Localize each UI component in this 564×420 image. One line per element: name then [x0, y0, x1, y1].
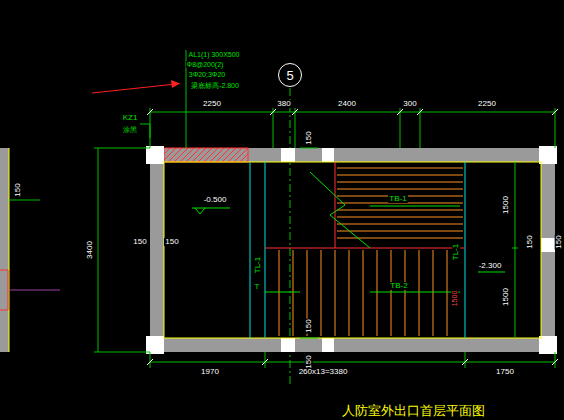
dimension-text: 1750: [495, 368, 515, 376]
dimension-text: TL-1: [452, 243, 460, 261]
grid-number: 5: [286, 68, 293, 83]
dimension-text: 150: [305, 318, 313, 333]
dimension-text: 300: [402, 100, 417, 108]
dimension-text: 2250: [202, 100, 222, 108]
dimension-text: 260x13=3380: [298, 368, 349, 376]
dimension-text: 1500: [502, 195, 510, 215]
dimension-text: 150: [305, 130, 313, 145]
dimension-text: 150: [132, 238, 147, 246]
dimension-text: 150: [555, 234, 563, 249]
dimension-text: 3400: [86, 240, 94, 260]
dimension-text: TL-1: [254, 256, 262, 274]
dimension-text: -0.500: [203, 196, 228, 204]
drawing-title: 人防室外出口首层平面图: [341, 404, 486, 417]
dimension-text: 1970: [200, 368, 220, 376]
dimension-text: AL1(1) 300X500: [188, 51, 241, 58]
grid-bubble: 5: [278, 63, 302, 87]
dimension-text: 1500: [451, 289, 458, 307]
dimension-text: Φ8@200(2): [186, 61, 225, 68]
dimension-text: KZ1: [122, 114, 139, 122]
dimension-text: 梁底标高-2.800: [190, 82, 240, 89]
dimension-text: 涂黑: [122, 126, 138, 133]
dimension-text: TB-1: [388, 195, 407, 203]
dimension-text: 380: [276, 100, 291, 108]
dimension-text: T: [254, 283, 261, 291]
dimension-text: 2400: [337, 100, 357, 108]
dimension-text: 150: [164, 238, 179, 246]
dimension-text: 2250: [477, 100, 497, 108]
dimension-text: -2.300: [478, 262, 503, 270]
dimension-text: 150: [14, 182, 22, 197]
dimension-text: 150: [526, 234, 534, 249]
dimension-text: 1500: [502, 287, 510, 307]
dimension-text: 3Φ20;3Φ20: [188, 71, 226, 78]
dimension-text: TB-2: [389, 282, 408, 290]
